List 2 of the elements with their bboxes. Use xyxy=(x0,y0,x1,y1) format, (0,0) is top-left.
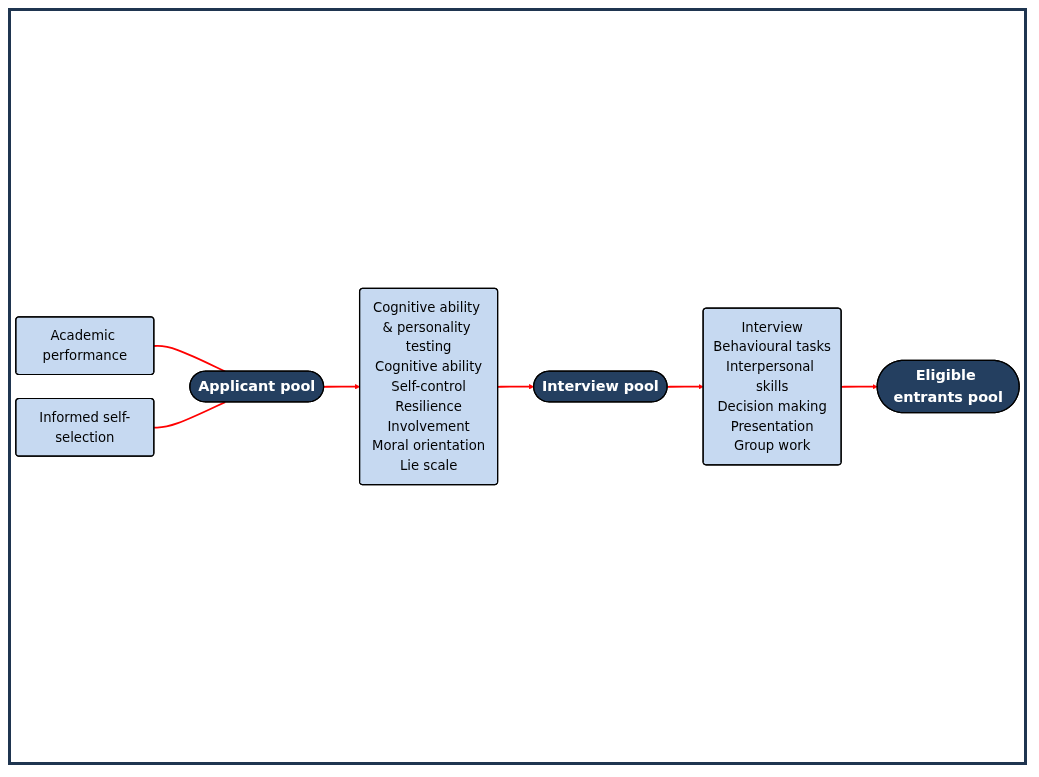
connector xyxy=(153,345,227,373)
connector xyxy=(153,401,227,429)
